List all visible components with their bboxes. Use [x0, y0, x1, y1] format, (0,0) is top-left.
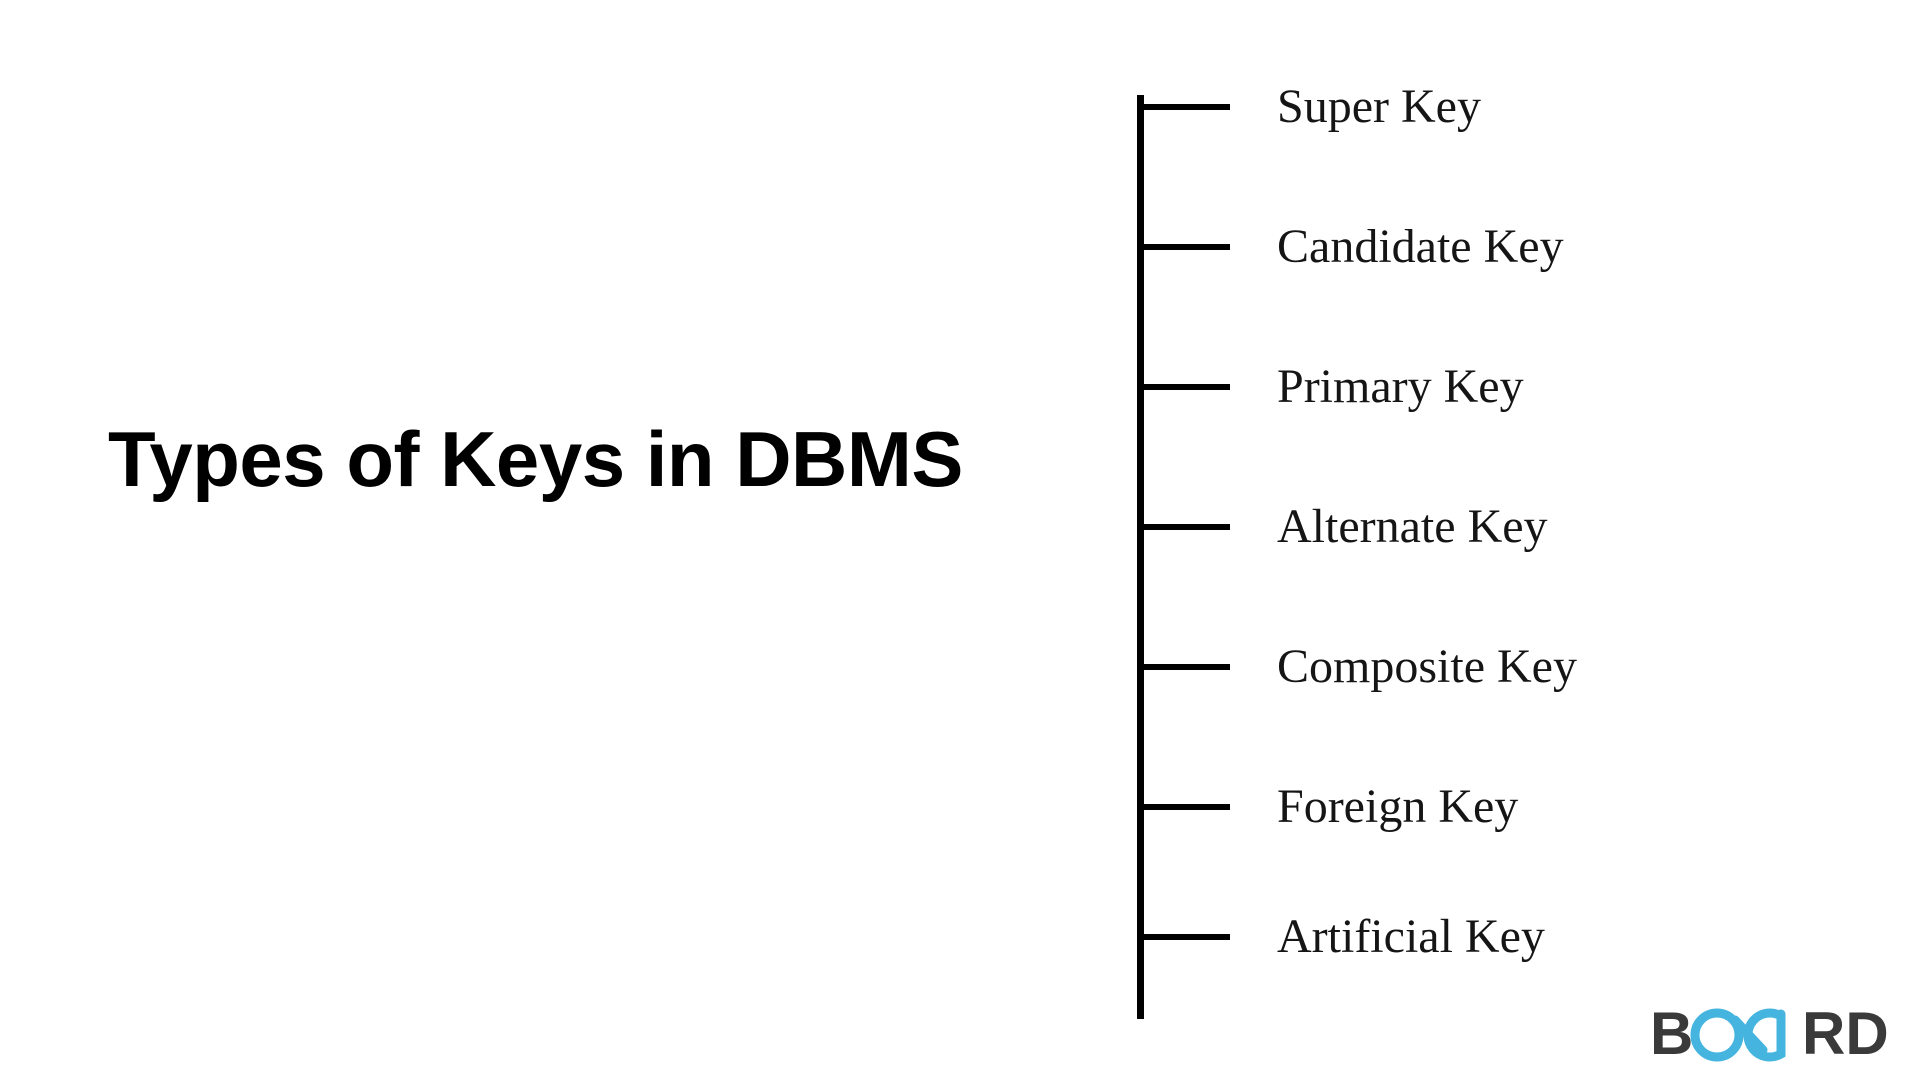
key-type-label: Artificial Key [1277, 910, 1545, 963]
key-type-label: Alternate Key [1277, 500, 1548, 553]
key-type-label: Primary Key [1277, 360, 1524, 413]
key-type-label: Composite Key [1277, 640, 1577, 693]
key-type-label: Foreign Key [1277, 780, 1519, 833]
diagram-vertical-spine [1137, 95, 1144, 1019]
logo-letter-b: B [1650, 1000, 1693, 1062]
types-of-keys-diagram: Super Key Candidate Key Primary Key Alte… [1100, 70, 1920, 1040]
branch-tick-icon [1137, 524, 1230, 530]
branch-tick-icon [1137, 384, 1230, 390]
branch-tick-icon [1137, 934, 1230, 940]
board-logo: B RD [1650, 1000, 1912, 1062]
branch-tick-icon [1137, 664, 1230, 670]
key-type-label: Super Key [1277, 80, 1481, 133]
key-type-label: Candidate Key [1277, 220, 1564, 273]
logo-letters-rd: RD [1802, 1000, 1889, 1062]
logo-infinity-oa-icon [1690, 1008, 1786, 1062]
branch-tick-icon [1137, 104, 1230, 110]
page-title: Types of Keys in DBMS [108, 415, 963, 503]
branch-tick-icon [1137, 244, 1230, 250]
branch-tick-icon [1137, 804, 1230, 810]
